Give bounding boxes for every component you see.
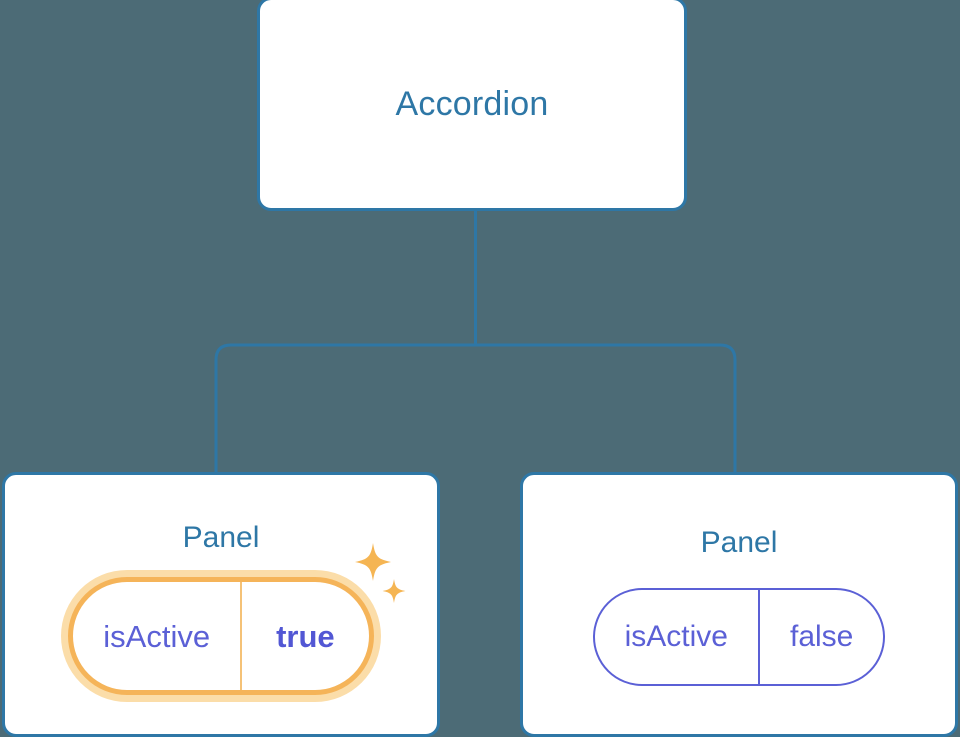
prop-key: isActive — [73, 582, 243, 690]
prop-value: true — [276, 618, 335, 654]
node-accordion-label: Accordion — [395, 85, 549, 123]
node-panel-inactive-label: Panel — [700, 526, 778, 559]
prop-pill-active-wrapper: isActive true — [68, 543, 406, 695]
prop-pill-isactive-false[interactable]: isActive false — [592, 588, 886, 686]
prop-pill-isactive-true[interactable]: isActive true — [68, 577, 374, 695]
node-accordion[interactable]: Accordion — [257, 0, 687, 211]
node-panel-active[interactable]: Panel isActive true — [2, 472, 440, 737]
sparkle-small-icon — [382, 579, 406, 603]
prop-value: false — [789, 620, 854, 653]
node-panel-inactive[interactable]: Panel isActive false — [520, 472, 958, 737]
node-panel-active-label: Panel — [182, 521, 260, 554]
prop-key: isActive — [595, 590, 760, 684]
prop-pill-inactive-wrapper: isActive false — [592, 588, 886, 686]
connector-branch-left — [214, 343, 476, 472]
sparkle-large-icon — [354, 543, 391, 581]
connector-branch-right — [475, 343, 737, 472]
